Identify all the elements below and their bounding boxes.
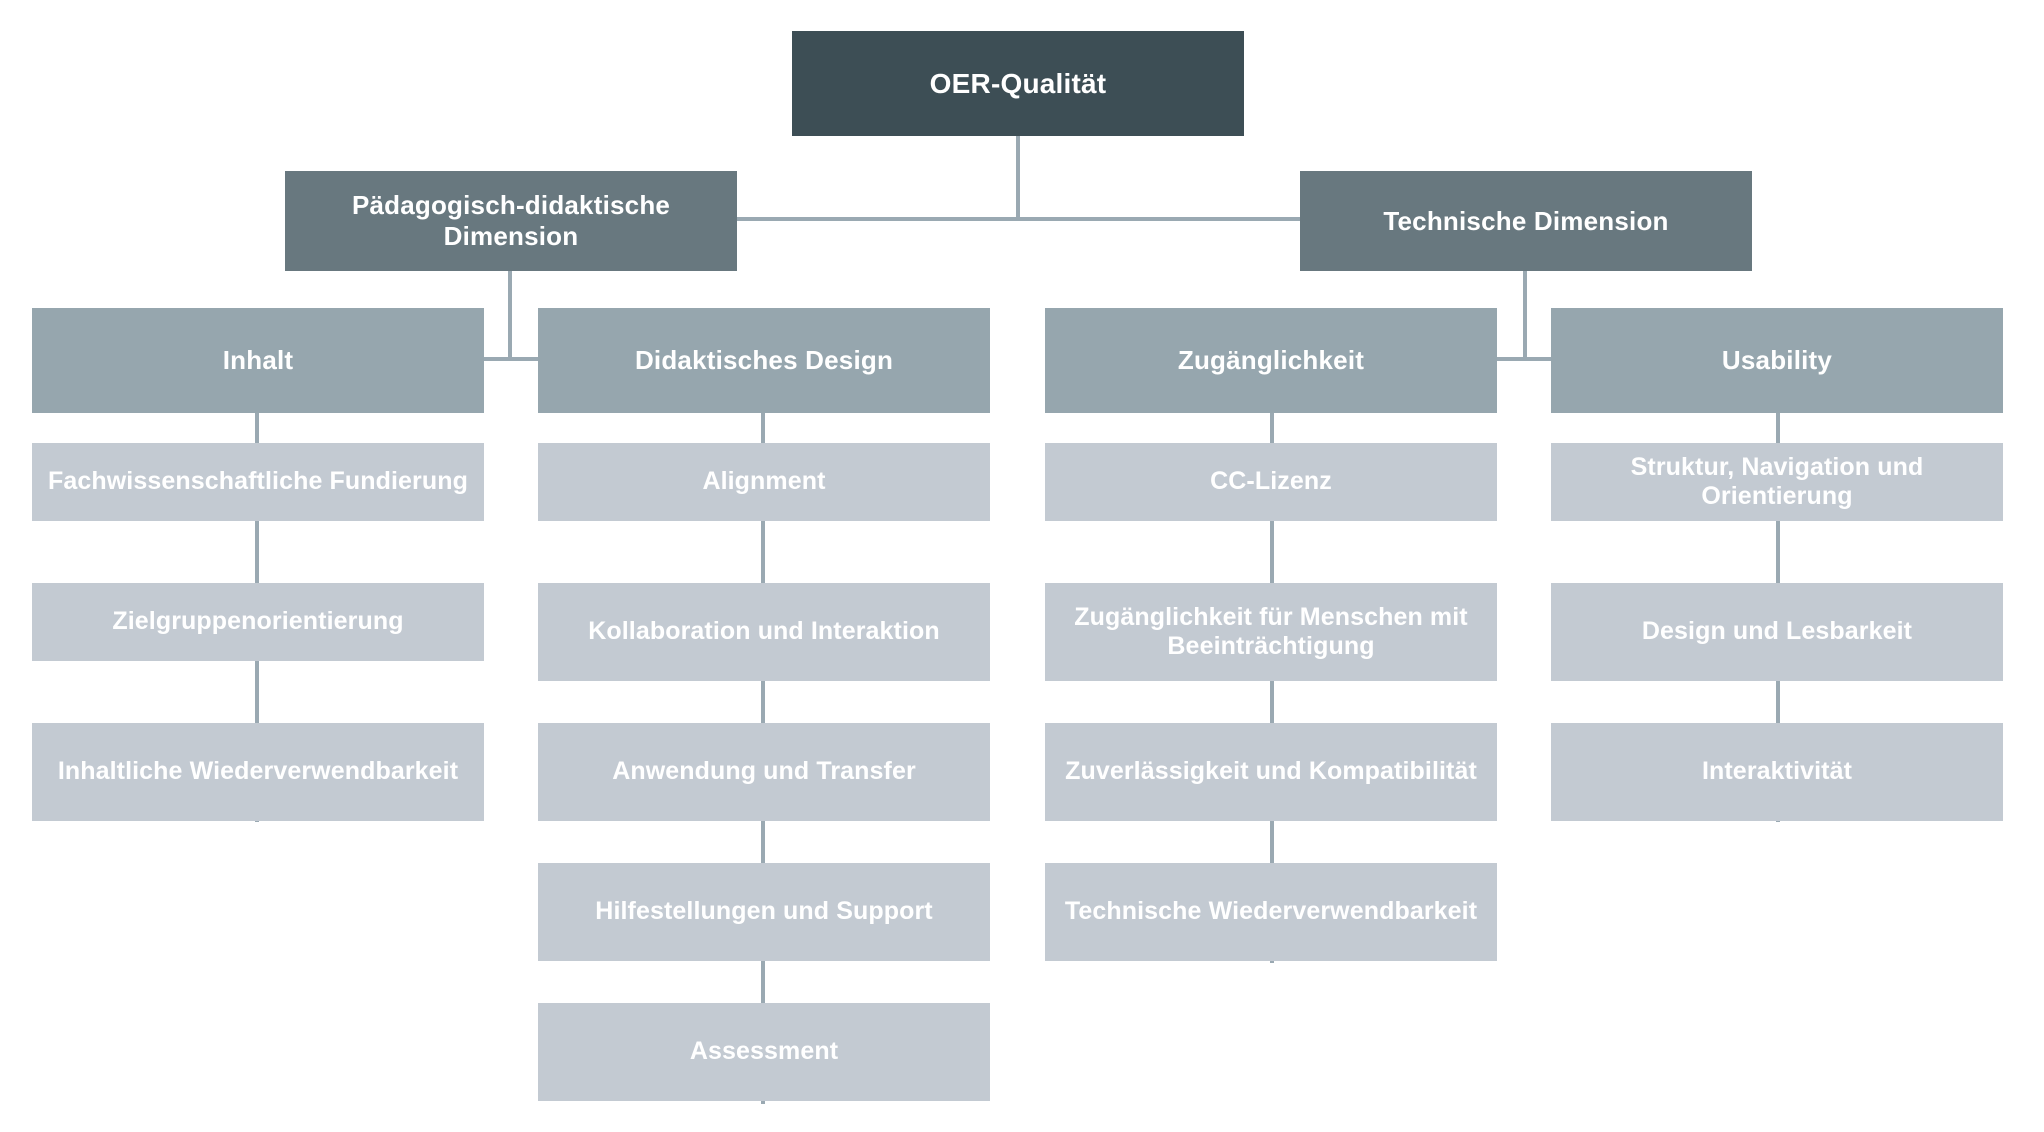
node-criterion-label: Alignment — [702, 467, 826, 496]
node-criterion-fachwissenschaftliche-fundierung[interactable]: Fachwissenschaftliche Fundierung — [32, 443, 484, 521]
node-dimension-paedagogisch-didaktisch[interactable]: Pädagogisch-didaktische Dimension — [285, 171, 737, 271]
node-dimension-label: Technische Dimension — [1383, 205, 1669, 236]
node-criterion-hilfestellungen-und-support[interactable]: Hilfestellungen und Support — [538, 863, 990, 961]
connector-column-spine-3 — [1270, 413, 1274, 963]
node-criterion-assessment[interactable]: Assessment — [538, 1003, 990, 1101]
node-criterion-label: Kollaboration und Interaktion — [588, 617, 940, 646]
node-category-usability[interactable]: Usability — [1551, 308, 2003, 413]
node-dimension-label: Pädagogisch-didaktische Dimension — [351, 190, 671, 251]
node-criterion-zugaenglichkeit-fuer-menschen-mit-beeintraechtigung[interactable]: Zugänglichkeit für Menschen mit Beeinträ… — [1045, 583, 1497, 681]
node-criterion-label: CC-Lizenz — [1210, 467, 1332, 496]
node-category-didaktisches-design[interactable]: Didaktisches Design — [538, 308, 990, 413]
node-criterion-label: Zugänglichkeit für Menschen mit Beeinträ… — [1074, 602, 1468, 661]
node-criterion-alignment[interactable]: Alignment — [538, 443, 990, 521]
node-category-zugaenglichkeit[interactable]: Zugänglichkeit — [1045, 308, 1497, 413]
node-criterion-zielgruppenorientierung[interactable]: Zielgruppenorientierung — [32, 583, 484, 661]
node-criterion-label: Hilfestellungen und Support — [595, 897, 933, 926]
node-category-label: Didaktisches Design — [634, 345, 894, 376]
node-category-label: Zugänglichkeit — [1177, 345, 1365, 376]
node-category-label: Inhalt — [222, 345, 294, 376]
node-criterion-label: Interaktivität — [1701, 757, 1853, 786]
node-criterion-cc-lizenz[interactable]: CC-Lizenz — [1045, 443, 1497, 521]
node-dimension-technisch[interactable]: Technische Dimension — [1300, 171, 1752, 271]
node-criterion-label: Fachwissenschaftliche Fundierung — [48, 467, 468, 496]
node-criterion-label: Zuverlässigkeit und Kompatibilität — [1065, 757, 1477, 786]
connector-dim-left-stem — [508, 271, 512, 361]
node-criterion-technische-wiederverwendbarkeit[interactable]: Technische Wiederverwendbarkeit — [1045, 863, 1497, 961]
node-criterion-design-und-lesbarkeit[interactable]: Design und Lesbarkeit — [1551, 583, 2003, 681]
connector-root-stem — [1016, 135, 1020, 220]
node-criterion-label: Assessment — [689, 1037, 839, 1066]
connector-dimension-spine — [736, 217, 1302, 221]
node-root-label: OER-Qualität — [929, 67, 1107, 99]
node-category-label: Usability — [1721, 345, 1833, 376]
connector-dim-right-stem — [1523, 271, 1527, 361]
node-criterion-kollaboration-und-interaktion[interactable]: Kollaboration und Interaktion — [538, 583, 990, 681]
node-criterion-inhaltliche-wiederverwendbarkeit[interactable]: Inhaltliche Wiederverwendbarkeit — [32, 723, 484, 821]
node-criterion-label: Struktur, Navigation und Orientierung — [1630, 452, 1924, 511]
node-criterion-label: Technische Wiederverwendbarkeit — [1064, 897, 1478, 926]
node-criterion-label: Zielgruppenorientierung — [112, 607, 404, 636]
node-criterion-label: Inhaltliche Wiederverwendbarkeit — [57, 757, 459, 786]
node-criterion-struktur-navigation-und-orientierung[interactable]: Struktur, Navigation und Orientierung — [1551, 443, 2003, 521]
connector-dim-right-branch — [1270, 357, 1776, 361]
node-criterion-label: Design und Lesbarkeit — [1641, 617, 1913, 646]
node-criterion-zuverlaessigkeit-und-kompatibilitaet[interactable]: Zuverlässigkeit und Kompatibilität — [1045, 723, 1497, 821]
node-category-inhalt[interactable]: Inhalt — [32, 308, 484, 413]
node-criterion-anwendung-und-transfer[interactable]: Anwendung und Transfer — [538, 723, 990, 821]
node-criterion-interaktivitaet[interactable]: Interaktivität — [1551, 723, 2003, 821]
connector-dim-left-branch — [255, 357, 761, 361]
node-criterion-label: Anwendung und Transfer — [612, 757, 916, 786]
node-root-oer-qualitaet[interactable]: OER-Qualität — [792, 31, 1244, 136]
